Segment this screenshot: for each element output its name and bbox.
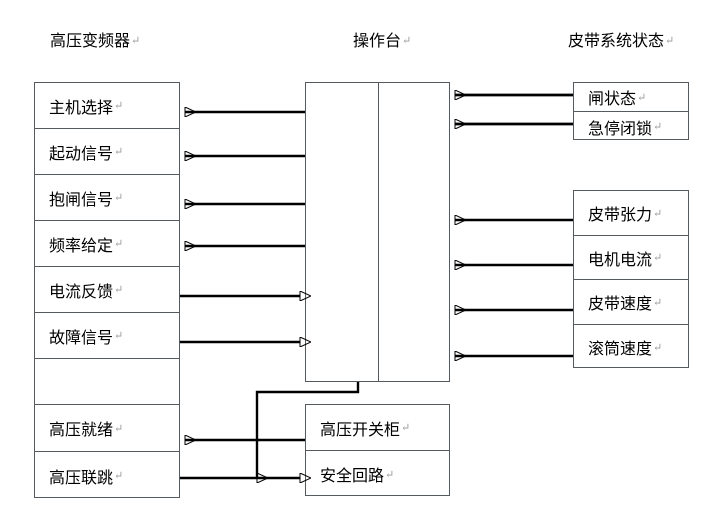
belt-row-drum-speed-label: 滚筒速度 <box>588 341 653 358</box>
column-title-belt: 皮带系统状态↵ <box>568 33 674 50</box>
row-safety-circuit[interactable]: 安全回路↵ <box>306 451 449 497</box>
belt-row-belt-speed-label: 皮带速度 <box>588 296 653 313</box>
belt-status-top-group: 闸状态↵ 急停闭锁↵ <box>573 82 689 140</box>
belt-row-gate-status[interactable]: 闸状态↵ <box>574 83 688 112</box>
console-block[interactable] <box>305 82 450 382</box>
hv-switchgear-group: 高压开关柜↵ 安全回路↵ <box>305 404 450 496</box>
vfd-row-frequency-setpoint[interactable]: 频率给定↵ <box>35 221 179 267</box>
belt-status-bottom-group: 皮带张力↵ 电机电流↵ 皮带速度↵ 滚筒速度↵ <box>573 190 689 368</box>
pilcrow-mark: ↵ <box>385 468 395 481</box>
column-title-belt-label: 皮带系统状态 <box>568 33 665 50</box>
pilcrow-mark: ↵ <box>401 422 411 434</box>
vfd-row-start-signal-label: 起动信号 <box>49 145 114 163</box>
vfd-row-brake-signal-label: 抱闸信号 <box>49 191 114 209</box>
belt-row-motor-current-label: 电机电流 <box>588 251 653 269</box>
pilcrow-mark: ↵ <box>653 341 663 354</box>
vfd-row-host-select-label: 主机选择 <box>49 99 114 117</box>
pilcrow-mark: ↵ <box>114 146 124 158</box>
pilcrow-mark: ↵ <box>114 422 124 435</box>
belt-row-belt-speed[interactable]: 皮带速度↵ <box>574 280 688 325</box>
row-hv-switchgear-label: 高压开关柜 <box>320 421 401 439</box>
column-title-console: 操作台↵ <box>353 33 411 50</box>
vfd-row-host-select[interactable]: 主机选择↵ <box>35 83 179 129</box>
pilcrow-mark: ↵ <box>114 192 124 204</box>
belt-row-belt-tension[interactable]: 皮带张力↵ <box>574 191 688 236</box>
vfd-row-fault-signal-label: 故障信号 <box>49 329 114 347</box>
vfd-row-hv-ready-label: 高压就绪 <box>49 422 114 439</box>
pilcrow-mark: ↵ <box>653 121 663 133</box>
belt-row-drum-speed[interactable]: 滚筒速度↵ <box>574 325 688 369</box>
vfd-signal-group: 主机选择↵ 起动信号↵ 抱闸信号↵ 频率给定↵ 电流反馈↵ 故障信号↵ 高压就绪… <box>34 82 180 498</box>
row-safety-circuit-label: 安全回路 <box>320 468 385 485</box>
column-title-console-label: 操作台 <box>353 33 402 50</box>
pilcrow-mark: ↵ <box>402 35 412 47</box>
vfd-row-frequency-setpoint-label: 频率给定 <box>49 237 114 255</box>
vfd-row-hv-trip-label: 高压联跳 <box>49 469 114 487</box>
column-title-vfd: 高压变频器↵ <box>50 33 140 50</box>
belt-row-gate-status-label: 闸状态 <box>588 91 637 108</box>
vfd-row-current-feedback[interactable]: 电流反馈↵ <box>35 267 179 313</box>
row-hv-switchgear[interactable]: 高压开关柜↵ <box>306 405 449 451</box>
belt-row-motor-current[interactable]: 电机电流↵ <box>574 236 688 280</box>
pilcrow-mark: ↵ <box>653 207 663 220</box>
pilcrow-mark: ↵ <box>653 296 663 309</box>
pilcrow-mark: ↵ <box>114 238 124 250</box>
belt-row-belt-tension-label: 皮带张力 <box>588 207 653 224</box>
vfd-row-hv-ready[interactable]: 高压就绪↵ <box>35 405 179 452</box>
pilcrow-mark: ↵ <box>114 100 124 112</box>
vfd-row-current-feedback-label: 电流反馈 <box>49 283 114 301</box>
vfd-row-fault-signal[interactable]: 故障信号↵ <box>35 313 179 359</box>
pilcrow-mark: ↵ <box>653 252 663 264</box>
pilcrow-mark: ↵ <box>114 470 124 482</box>
vfd-row-blank <box>35 359 179 405</box>
belt-row-estop-lock-label: 急停闭锁 <box>588 120 653 138</box>
pilcrow-mark: ↵ <box>114 330 124 342</box>
pilcrow-mark: ↵ <box>114 284 124 296</box>
console-inner-divider <box>378 83 380 381</box>
vfd-row-start-signal[interactable]: 起动信号↵ <box>35 129 179 175</box>
pilcrow-mark: ↵ <box>637 91 647 104</box>
pilcrow-mark: ↵ <box>665 35 675 47</box>
vfd-row-brake-signal[interactable]: 抱闸信号↵ <box>35 175 179 221</box>
vfd-row-hv-trip[interactable]: 高压联跳↵ <box>35 452 179 499</box>
column-title-vfd-label: 高压变频器 <box>50 33 131 50</box>
pilcrow-mark: ↵ <box>131 35 141 47</box>
belt-row-estop-lock[interactable]: 急停闭锁↵ <box>574 112 688 141</box>
